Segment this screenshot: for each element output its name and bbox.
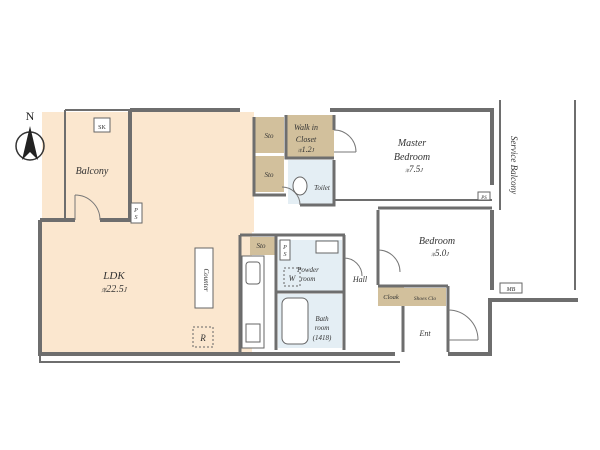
washer-label: W xyxy=(289,274,297,283)
bedroom-label: Bedroom xyxy=(419,236,455,247)
ldk-area: 洋22.5J xyxy=(101,284,128,295)
walk-in-closet-label-1: Walk in xyxy=(294,123,318,132)
compass-north-label: N xyxy=(26,109,35,123)
storage-block-3 xyxy=(250,237,277,255)
ps-label-bottom: S xyxy=(135,215,138,221)
sk-label: SK xyxy=(98,125,106,131)
kitchen-stove xyxy=(245,323,261,343)
powder-room-label-2: room xyxy=(301,275,316,283)
bedroom-area: 洋5.0J xyxy=(431,248,449,258)
compass-rose: N xyxy=(15,109,45,161)
master-bedroom-label-1: Master xyxy=(397,138,426,149)
washer-box xyxy=(283,267,301,287)
mb-label: MB xyxy=(506,287,516,293)
ldk-label: LDK xyxy=(102,270,125,282)
outer-walls xyxy=(38,100,578,363)
balcony-label: Balcony xyxy=(76,166,109,177)
bath-room-size: (1418) xyxy=(313,334,332,342)
pipe-shaft-balcony xyxy=(130,202,143,224)
counter-label: Counter xyxy=(202,269,210,292)
master-bedroom-label-2: Bedroom xyxy=(394,152,430,163)
ps-hall-top: P xyxy=(282,245,287,251)
powder-room-label-1: Powder xyxy=(296,266,319,274)
counter-block xyxy=(194,247,214,309)
ldk-floor-upper xyxy=(128,112,254,232)
ps-master-label: PS xyxy=(480,196,487,201)
master-bedroom-area: 洋7.5J xyxy=(405,164,423,174)
kitchen-sink xyxy=(245,261,261,285)
cloak-label: Cloak xyxy=(383,294,399,301)
walk-in-closet-area: 洋1.2J xyxy=(298,145,315,154)
toilet-bowl xyxy=(292,176,308,196)
bath-room-label-2: room xyxy=(315,324,330,332)
storage-label-3: Sto xyxy=(257,242,266,250)
toilet-label: Toilet xyxy=(314,184,331,192)
bath-room-label-1: Bath xyxy=(315,315,329,323)
storage-block-2 xyxy=(255,156,284,192)
pipe-shaft-hall xyxy=(279,239,291,261)
walk-in-closet-label-2: Closet xyxy=(296,135,317,144)
shoes-closet-label: Shoes Clo xyxy=(414,296,436,302)
service-balcony-label: Service Balcony xyxy=(509,136,519,194)
interior-walls xyxy=(238,115,492,352)
storage-label-1: Sto xyxy=(265,132,274,140)
refrigerator-label: R xyxy=(199,333,206,343)
shoes-closet-floor xyxy=(404,288,446,306)
mb-box xyxy=(499,282,523,294)
refrigerator-box xyxy=(192,326,214,348)
storage-block-1 xyxy=(255,117,284,153)
hall-label: Hall xyxy=(352,275,368,284)
ps-hall-bottom: S xyxy=(284,252,287,258)
pipe-shaft-master xyxy=(477,191,491,201)
ent-label: Ent xyxy=(418,329,431,338)
sink-box xyxy=(93,117,111,133)
cloak-floor xyxy=(378,286,404,306)
kitchen-counter xyxy=(241,255,265,349)
ps-label-top: P xyxy=(133,208,138,214)
bathtub xyxy=(281,297,309,345)
vanity xyxy=(315,240,339,254)
walk-in-closet-floor xyxy=(286,115,334,157)
storage-label-2: Sto xyxy=(265,171,274,179)
